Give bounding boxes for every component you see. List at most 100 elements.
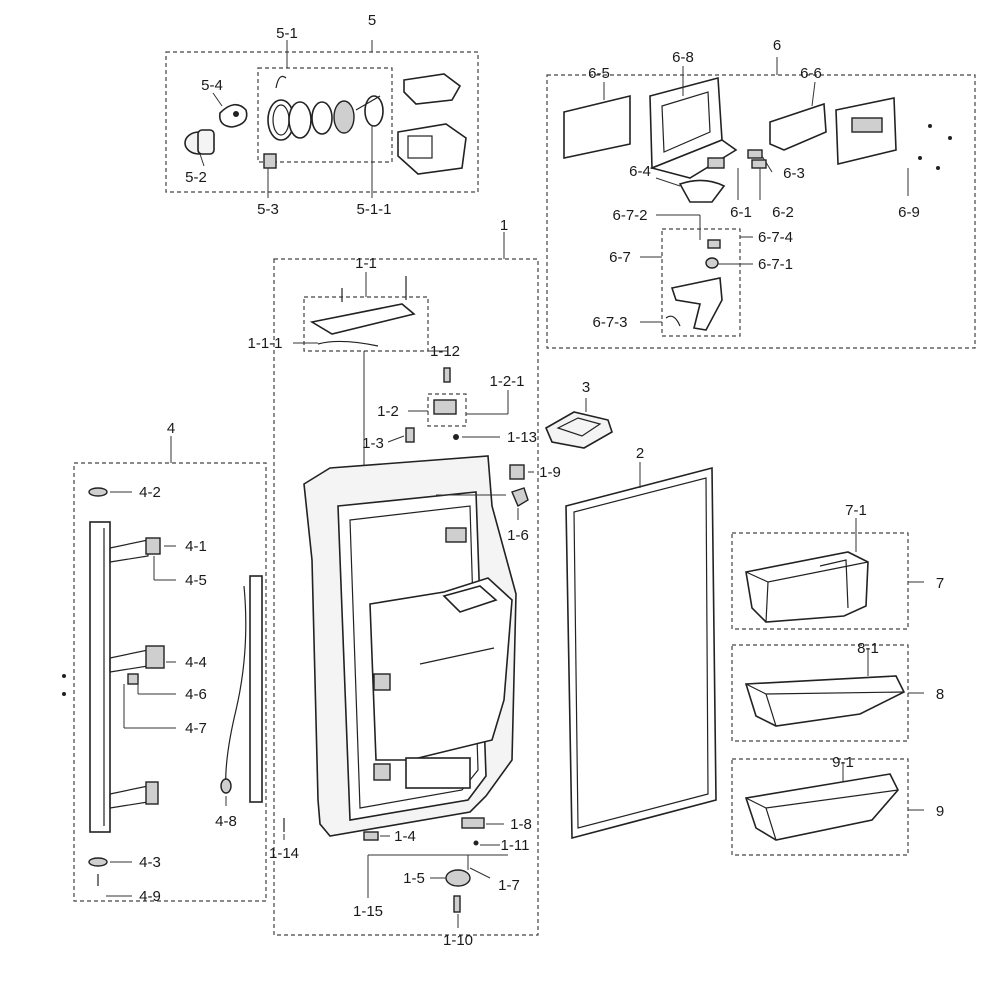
callout-2: 2	[636, 445, 644, 462]
callout-6-7-1: 6-7-1	[758, 256, 793, 273]
bracket-top-part	[145, 537, 161, 555]
group-5-dispenser-motor: 5 5-1 5-4 5-2 5-3 5-1-1	[165, 12, 479, 218]
callout-4: 4	[167, 420, 175, 437]
callout-6-2: 6-2	[772, 204, 794, 221]
group-9-bin: 9-1 9	[731, 754, 944, 856]
callout-1-8: 1-8	[510, 816, 532, 833]
callout-6-7-4: 6-7-4	[758, 229, 793, 246]
group-6-dispenser: 6 6-5 6-8 6-6 6-4 6-3 6-1 6-2 6-9 6-7-2 …	[546, 37, 976, 349]
clip-part	[263, 153, 277, 169]
group-7-frame	[731, 532, 909, 630]
callout-1-6: 1-6	[507, 527, 529, 544]
group-5-1-frame	[257, 67, 393, 163]
callout-4-6: 4-6	[185, 686, 207, 703]
lower-pocket-part	[405, 757, 471, 789]
duct-housing-part	[403, 73, 462, 105]
group-6-frame	[546, 74, 976, 349]
callout-3: 3	[582, 379, 590, 396]
funnel-part	[678, 179, 726, 203]
callout-5: 5	[368, 12, 376, 29]
callout-4-9: 4-9	[139, 888, 161, 905]
callout-8: 8	[936, 686, 944, 703]
callout-4-1: 4-1	[185, 538, 207, 555]
callout-1-4: 1-4	[394, 828, 416, 845]
callout-1-5: 1-5	[403, 870, 425, 887]
callout-6: 6	[773, 37, 781, 54]
group-4-handle: 4 4-2 4-1 4-5 4-4 4-6 4-7 4-8 4-3 4-9	[62, 420, 267, 905]
part-3-ice-guide: 3	[544, 379, 613, 449]
handle-bar-part	[89, 521, 111, 833]
callout-8-1: 8-1	[857, 640, 879, 657]
callout-1-9: 1-9	[539, 464, 561, 481]
dispenser-lever-part	[670, 277, 723, 331]
tall-bin-part	[745, 551, 869, 623]
switch-part	[509, 464, 525, 480]
door-gasket-part	[565, 466, 717, 840]
callout-6-6: 6-6	[800, 65, 822, 82]
callout-1-1-1: 1-1-1	[247, 335, 282, 352]
bracket-bottom-part	[145, 781, 159, 805]
callout-9-1: 9-1	[832, 754, 854, 771]
callout-6-1: 6-1	[730, 204, 752, 221]
callout-5-1-1: 5-1-1	[356, 201, 391, 218]
callout-9: 9	[936, 803, 944, 820]
shelf-bin-part	[744, 675, 906, 727]
pcb-board-part	[769, 102, 827, 151]
callout-1-10: 1-10	[443, 932, 473, 949]
group-5-frame	[165, 51, 479, 193]
group-1-frame	[273, 258, 539, 936]
callout-1-14: 1-14	[269, 845, 299, 862]
callout-6-3: 6-3	[783, 165, 805, 182]
callout-6-7-3: 6-7-3	[592, 314, 627, 331]
callout-7-1: 7-1	[845, 502, 867, 519]
callout-1-2: 1-2	[377, 403, 399, 420]
handle-trim-part	[249, 575, 263, 803]
callout-1-3: 1-3	[362, 435, 384, 452]
top-hinge-plate-part	[309, 303, 416, 335]
group-1-door: 1 1-1 1-1-1 1-12 1-2-1 1-2 1-3 1-13 1-9 …	[247, 217, 560, 949]
callout-1-15: 1-15	[353, 903, 383, 920]
group-6-7-frame	[661, 228, 741, 337]
callout-6-9: 6-9	[898, 204, 920, 221]
dispenser-recess-part	[369, 577, 513, 761]
group-1-1-frame	[303, 296, 429, 352]
callout-4-5: 4-5	[185, 572, 207, 589]
callout-1-7: 1-7	[498, 877, 520, 894]
callout-4-8: 4-8	[215, 813, 237, 830]
callout-5-3: 5-3	[257, 201, 279, 218]
callout-4-3: 4-3	[139, 854, 161, 871]
seal-part	[364, 95, 384, 127]
sensor-part	[511, 487, 529, 508]
callout-1-12: 1-12	[430, 343, 460, 360]
bottom-shelf-bin-part	[744, 773, 899, 841]
group-7-bin: 7-1 7	[731, 502, 944, 630]
hinge-cap-part	[445, 869, 471, 887]
ice-guide-part	[544, 411, 613, 449]
bracket-middle-part	[145, 645, 165, 669]
callout-6-4: 6-4	[629, 163, 651, 180]
handle-bottom-cap-part	[88, 857, 108, 867]
callout-1-11: 1-11	[501, 837, 530, 854]
callout-5-2: 5-2	[185, 169, 207, 186]
callout-6-8: 6-8	[672, 49, 694, 66]
callout-5-1: 5-1	[276, 25, 298, 42]
part-2-gasket: 2	[565, 445, 717, 840]
bottom-hinge-part	[461, 817, 485, 829]
callout-6-5: 6-5	[588, 65, 610, 82]
callout-1-13: 1-13	[507, 429, 537, 446]
motor-cap-part	[218, 103, 248, 128]
panel-plate-part	[563, 94, 631, 159]
callout-1-1: 1-1	[355, 255, 377, 272]
callout-5-4: 5-4	[201, 77, 223, 94]
callout-6-7-2: 6-7-2	[612, 207, 647, 224]
callout-7: 7	[936, 575, 944, 592]
callout-4-2: 4-2	[139, 484, 161, 501]
callout-1-2-1: 1-2-1	[489, 373, 524, 390]
group-9-frame	[731, 758, 909, 856]
callout-4-7: 4-7	[185, 720, 207, 737]
group-8-bin: 8-1 8	[731, 640, 944, 742]
callout-4-4: 4-4	[185, 654, 207, 671]
handle-top-cap-part	[88, 487, 108, 497]
callout-1: 1	[500, 217, 508, 234]
